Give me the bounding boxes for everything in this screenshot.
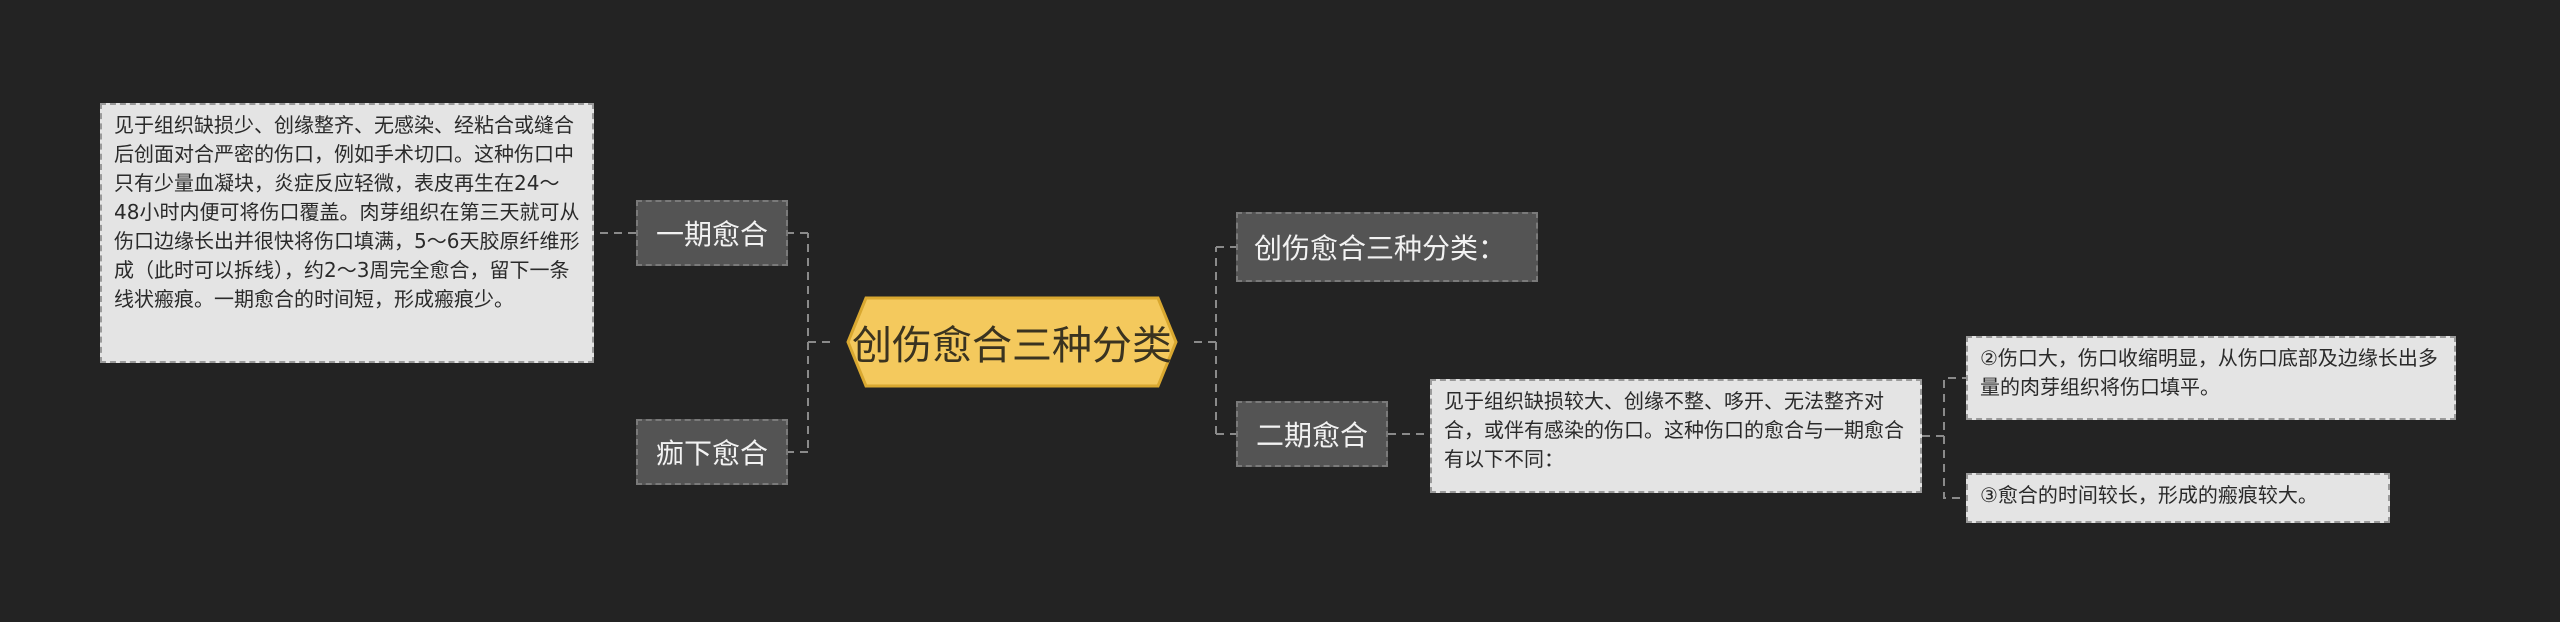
topic-scab-label: 痂下愈合	[655, 437, 768, 470]
note-first-intention[interactable]: 见于组织缺损少、创缘整齐、无感染、经粘合或缝合后创面对合严密的伤口，例如手术切口…	[100, 103, 594, 363]
connector-root-left	[807, 233, 830, 452]
note-second-intention[interactable]: 见于组织缺损较大、创缘不整、哆开、无法整齐对合，或伴有感染的伤口。这种伤口的愈合…	[1430, 379, 1922, 493]
root-hexagon	[846, 296, 1178, 388]
topic-heading[interactable]: 创伤愈合三种分类：	[1236, 212, 1538, 282]
topic-first-label: 一期愈合	[655, 218, 768, 251]
connector-points	[1922, 377, 1966, 499]
connector-root-right	[1194, 247, 1217, 434]
root-topic[interactable]: 创伤愈合三种分类	[830, 294, 1194, 390]
topic-second-intention-healing[interactable]: 二期愈合	[1236, 401, 1388, 467]
note-point-2[interactable]: ②伤口大，伤口收缩明显，从伤口底部及边缘长出多量的肉芽组织将伤口填平。	[1966, 336, 2456, 420]
topic-heading-label: 创伤愈合三种分类：	[1254, 232, 1507, 265]
root-label: 创伤愈合三种分类	[852, 323, 1172, 369]
topic-first-intention-healing[interactable]: 一期愈合	[636, 200, 788, 266]
note-point-3[interactable]: ③愈合的时间较长，形成的瘢痕较大。	[1966, 473, 2390, 523]
topic-second-label: 二期愈合	[1255, 419, 1368, 452]
topic-scab-healing[interactable]: 痂下愈合	[636, 419, 788, 485]
